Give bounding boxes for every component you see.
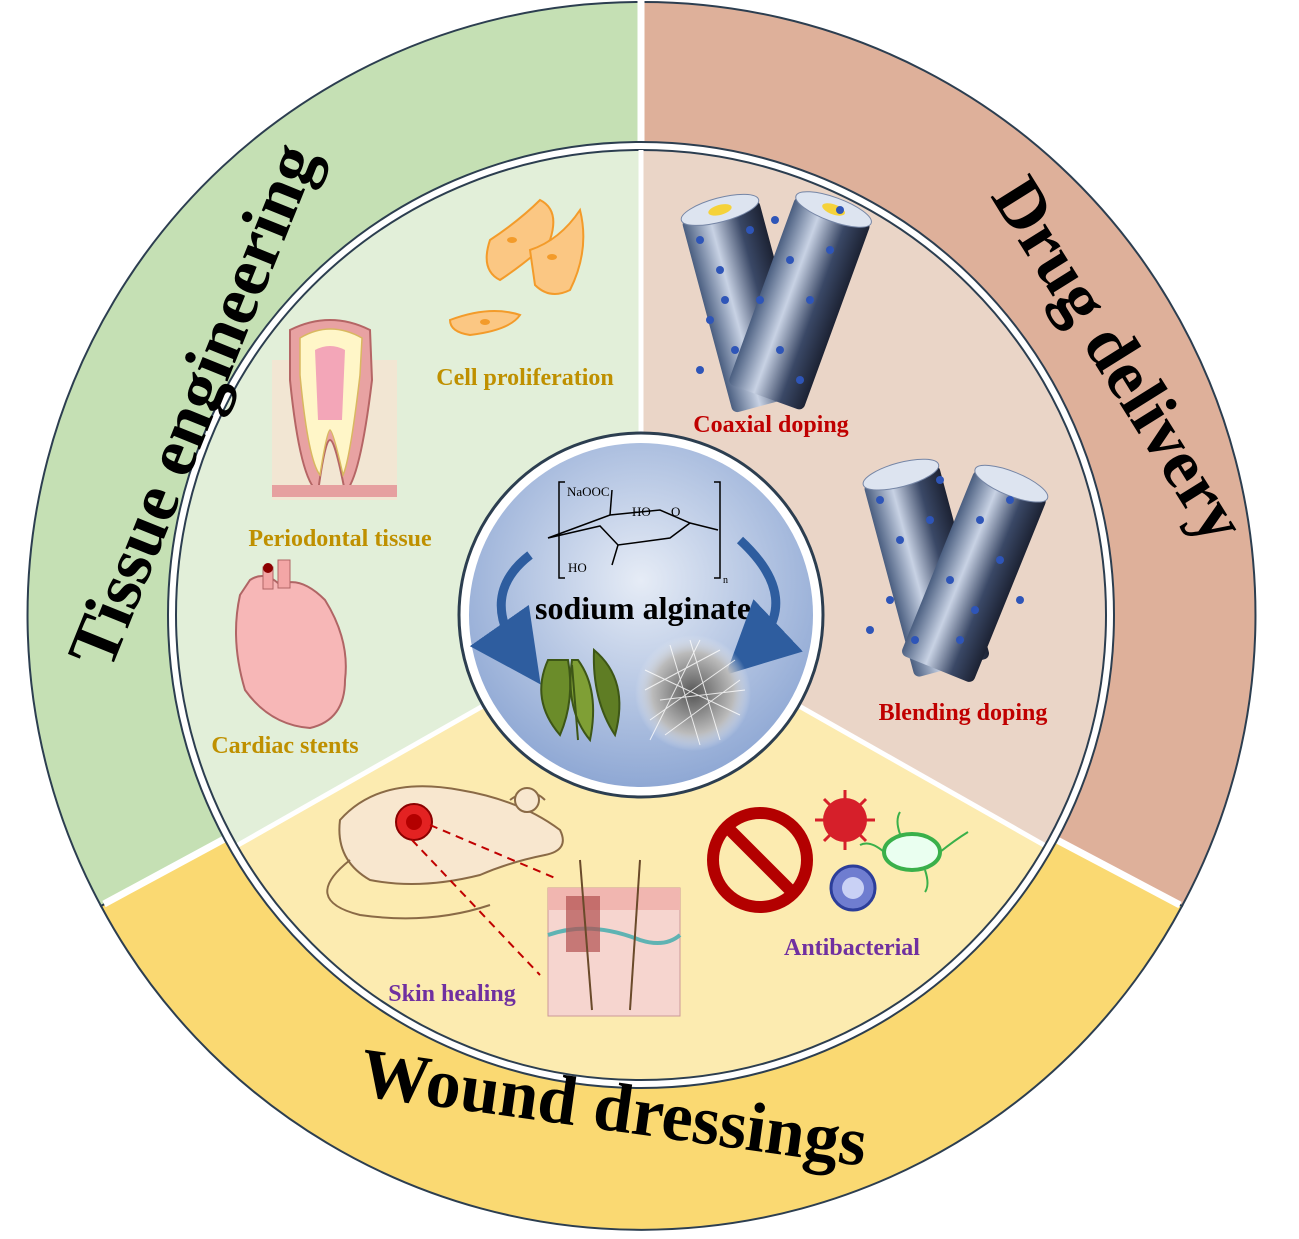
virus-blue-icon <box>829 864 877 912</box>
label-cell-proliferation: Cell proliferation <box>436 365 614 391</box>
alginate-structure <box>547 481 721 579</box>
wound-core-icon <box>406 814 422 830</box>
center-title: sodium alginate <box>535 590 751 626</box>
chem-ho-top: HO <box>632 504 651 519</box>
bacterium-green-icon <box>859 811 969 893</box>
label-coaxial-doping: Coaxial doping <box>693 412 848 438</box>
label-antibacterial: Antibacterial <box>784 935 920 961</box>
zoom-line-bottom <box>411 839 541 976</box>
tooth-icon <box>272 319 397 500</box>
cell-proliferation-icon <box>448 198 585 337</box>
label-cardiac-stents: Cardiac stents <box>211 733 358 759</box>
label-skin-healing: Skin healing <box>388 981 515 1007</box>
seaweed-icon <box>540 647 621 743</box>
cycle-arrow-left-icon <box>469 551 541 685</box>
mouse-icon <box>326 785 564 920</box>
chem-ho-bottom: HO <box>568 560 587 575</box>
zoom-line-top <box>429 824 556 879</box>
nanofiber-network-icon <box>635 635 751 751</box>
virus-red-icon <box>815 790 875 850</box>
coaxial-fiber-icon <box>680 191 872 413</box>
chem-subscript: n <box>723 575 728 586</box>
chem-naooc: NaOOC <box>567 484 610 499</box>
skin-section-icon <box>547 859 682 1017</box>
prohibition-sign-icon <box>707 807 813 913</box>
label-periodontal-tissue: Periodontal tissue <box>248 526 432 552</box>
heart-icon <box>235 559 347 730</box>
chem-ring-oxygen: O <box>671 504 680 519</box>
label-blending-doping: Blending doping <box>879 700 1048 726</box>
cycle-arrow-right-icon <box>725 536 803 675</box>
blending-fiber-icon <box>862 458 1049 682</box>
